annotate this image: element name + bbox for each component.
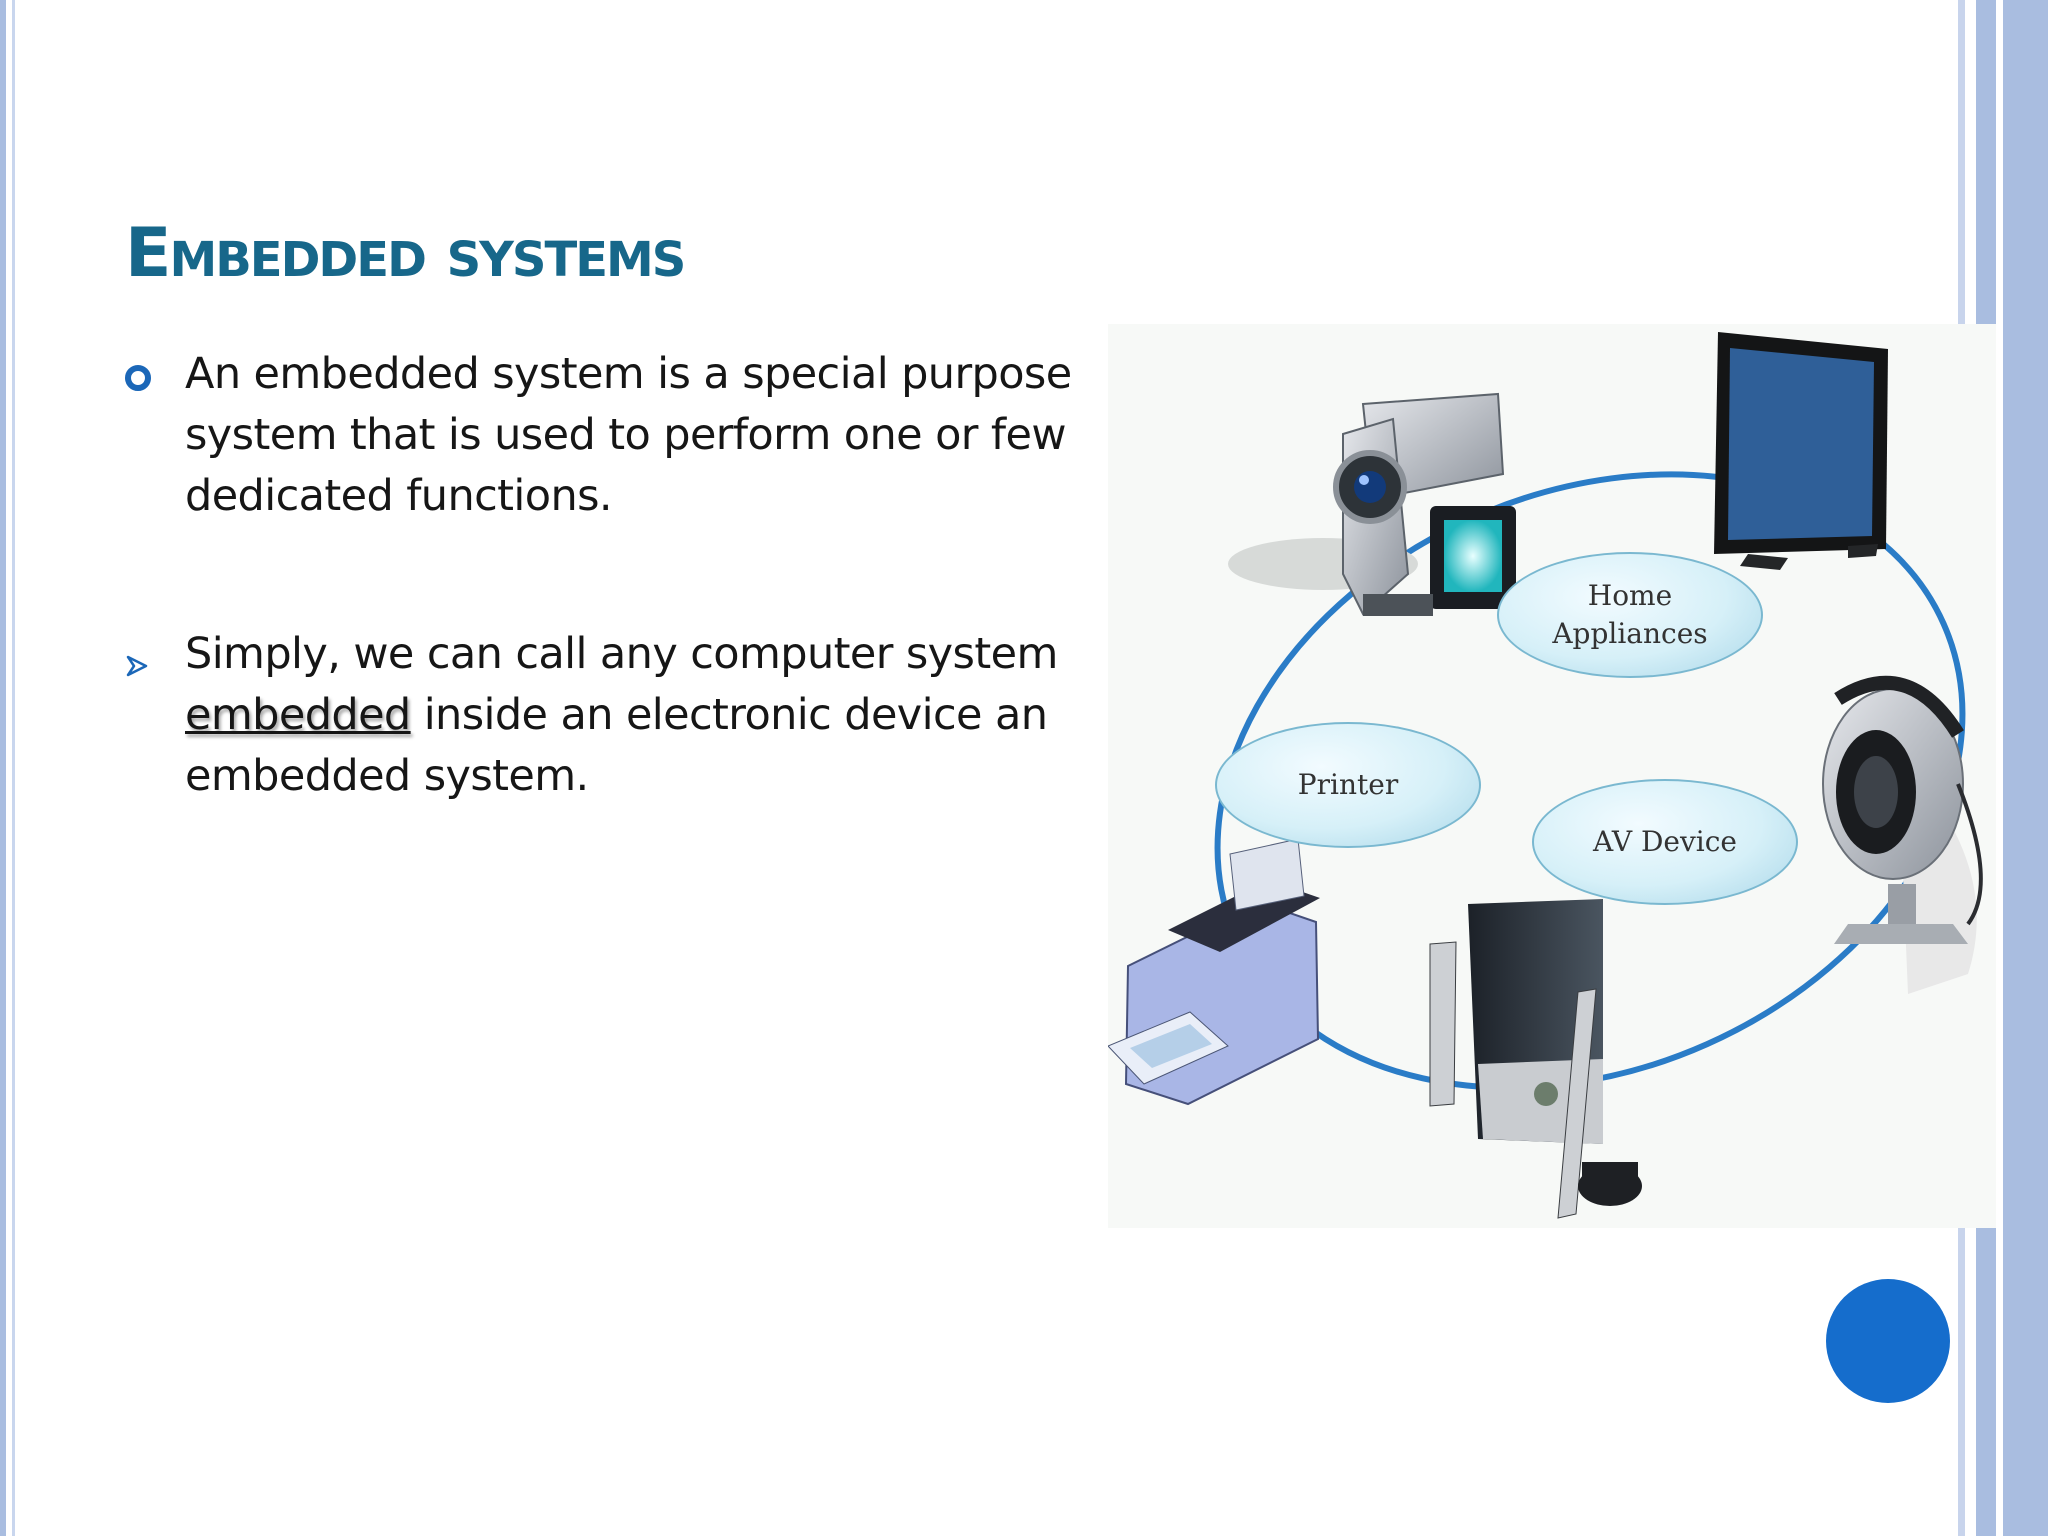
bullet-text-prefix: Simply, we can call any computer system	[185, 629, 1058, 679]
slide-title: Embedded systems	[125, 214, 686, 293]
speaker-system-icon	[1429, 899, 1642, 1219]
video-camera-icon	[1228, 392, 1516, 616]
webcam-headset-icon	[1822, 675, 1983, 994]
node-label-line2: Appliances	[1552, 617, 1708, 650]
diagram-artwork	[1108, 332, 1983, 1219]
arrow-bullet-icon	[125, 634, 149, 695]
emphasized-word: embedded	[185, 690, 411, 740]
printer-icon	[1108, 838, 1320, 1106]
node-av-device: AV Device	[1532, 779, 1798, 905]
circle-bullet-icon	[125, 365, 151, 391]
node-printer: Printer	[1215, 722, 1481, 848]
bullet-text: Simply, we can call any computer system …	[185, 624, 1085, 807]
left-frame-edge	[0, 0, 6, 1536]
flat-screen-tv-icon	[1714, 332, 1888, 570]
bullet-text: An embedded system is a special purpose …	[185, 349, 1072, 521]
node-label: Printer	[1297, 768, 1399, 801]
bullet-item: Simply, we can call any computer system …	[125, 624, 1085, 807]
node-label-line1: Home	[1587, 579, 1673, 612]
node-label: AV Device	[1593, 825, 1737, 858]
bullet-item: An embedded system is a special purpose …	[125, 344, 1085, 527]
next-slide-button[interactable]	[1826, 1279, 1950, 1403]
left-frame-edge-inner	[12, 0, 15, 1536]
bullet-text-suffix: inside an electronic device an embedded …	[185, 690, 1048, 801]
right-frame-stripe-edge	[2003, 0, 2048, 1536]
